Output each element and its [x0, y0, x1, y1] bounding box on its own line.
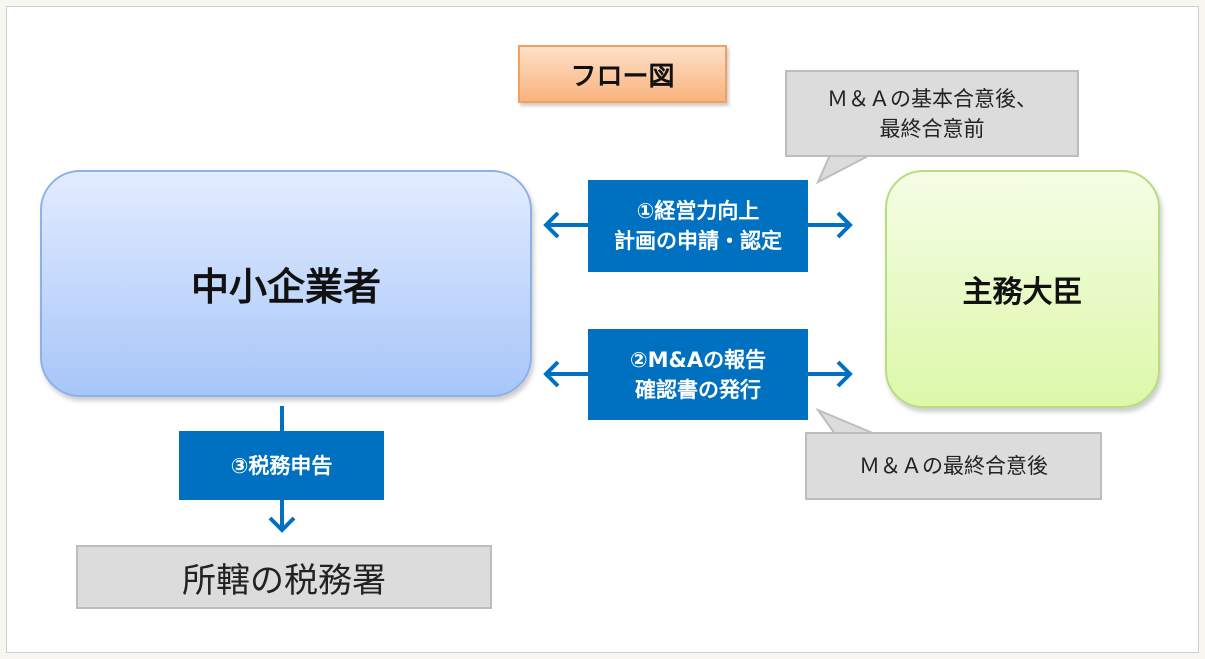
node-minister: 主務大臣	[885, 170, 1160, 408]
step1-label: ①経営力向上 計画の申請・認定	[588, 180, 808, 272]
callout-basic-agreement: Ｍ＆Ａの基本合意後、 最終合意前	[785, 70, 1079, 157]
callout-top-line2: 最終合意前	[879, 116, 985, 141]
diagram-title: フロー図	[518, 45, 727, 103]
step1-line1: ①経営力向上	[636, 199, 760, 223]
step3-label: ③税務申告	[179, 431, 384, 500]
callout-top-tail	[815, 154, 871, 185]
step1-line2: 計画の申請・認定	[614, 229, 782, 253]
node-tax-office: 所轄の税務署	[76, 545, 492, 609]
step2-line2: 確認書の発行	[635, 377, 761, 402]
node-sme: 中小企業者	[40, 170, 532, 397]
step2-line1: ②M&Aの報告	[629, 347, 767, 372]
callout-final-agreement: Ｍ＆Ａの最終合意後	[805, 432, 1102, 500]
callout-top-line1: Ｍ＆Ａの基本合意後、	[827, 86, 1037, 111]
callout-bottom-tail	[815, 407, 876, 435]
step2-label: ②M&Aの報告 確認書の発行	[588, 329, 808, 420]
